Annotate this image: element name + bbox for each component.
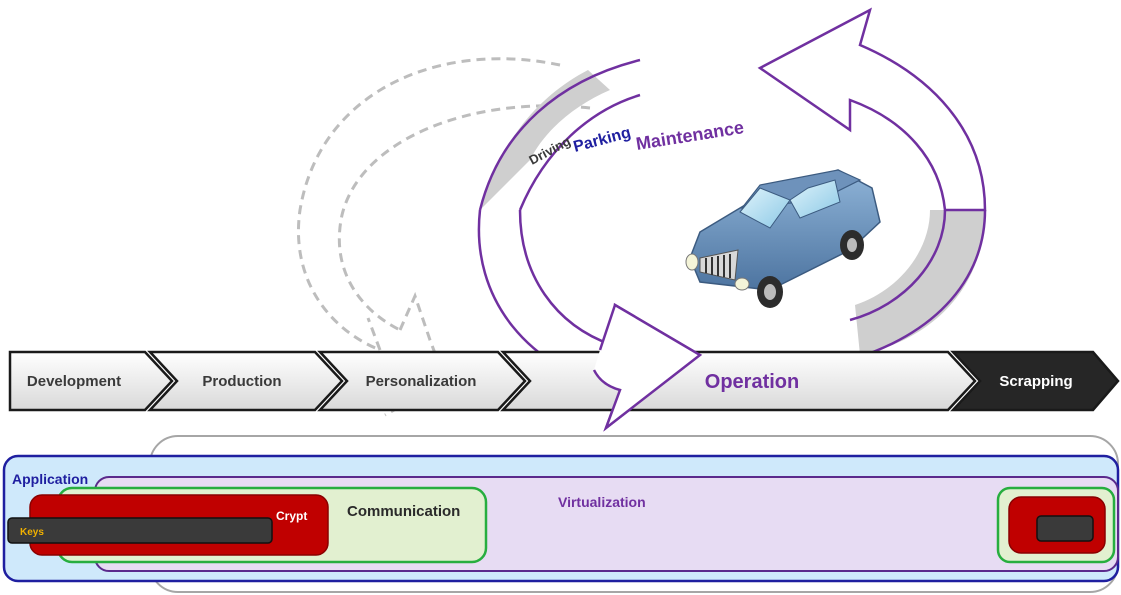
- car-icon: [685, 169, 881, 308]
- layer-stack: Application Virtualization Communication…: [2, 435, 1120, 593]
- stage-development: Development: [8, 350, 174, 412]
- communication-label: Communication: [347, 503, 460, 520]
- application-label: Application: [12, 471, 88, 487]
- stage-production-label: Production: [202, 373, 281, 390]
- circular-arrow-head: [592, 303, 703, 432]
- stage-personalization-label: Personalization: [366, 373, 477, 390]
- keys-layer: [7, 517, 273, 544]
- stage-production: Production: [147, 350, 344, 412]
- lifecycle-bar: Development Production Personalization O…: [8, 350, 1120, 412]
- scrapping-keys-layer: [1036, 515, 1094, 542]
- crypt-label: Crypt: [276, 509, 307, 523]
- keys-label: Keys: [20, 527, 44, 538]
- stage-scrapping: Scrapping: [950, 350, 1120, 412]
- stage-development-label: Development: [27, 373, 121, 390]
- stage-operation: Operation: [500, 350, 977, 412]
- parking-label: Parking: [572, 124, 633, 156]
- stage-operation-label: Operation: [705, 371, 799, 393]
- maintenance-label: Maintenance: [634, 117, 745, 154]
- stage-scrapping-label: Scrapping: [999, 373, 1072, 390]
- stage-personalization: Personalization: [317, 350, 527, 412]
- virtualization-label: Virtualization: [558, 494, 646, 510]
